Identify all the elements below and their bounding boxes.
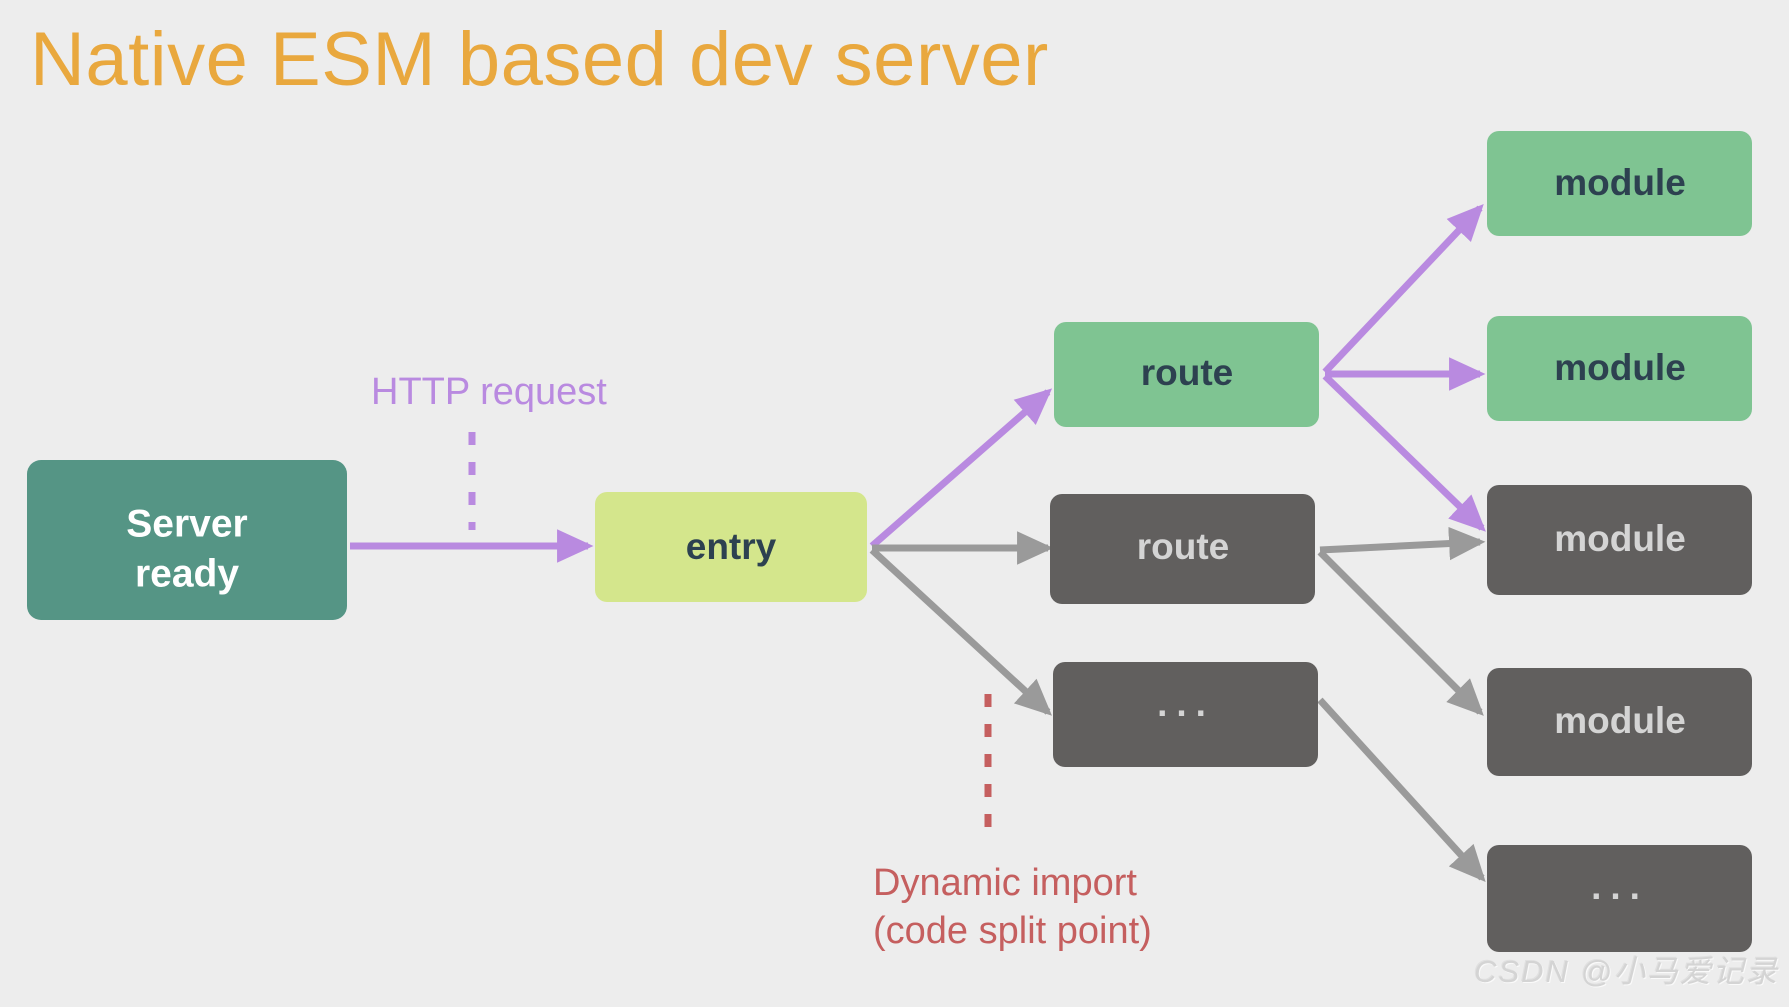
edge-ellipsis-mid-to-ellipsis-right	[1317, 697, 1486, 883]
node-ellipsis-right[interactable]: ...	[1487, 845, 1752, 952]
annotation-dynamic-import: Dynamic import (code split point)	[873, 694, 1152, 952]
node-module-4-box[interactable]	[1487, 668, 1752, 776]
node-module-2-box[interactable]	[1487, 316, 1752, 421]
edge-route-mid-to-module-3	[1319, 526, 1486, 561]
node-module-2-label: module	[1554, 347, 1686, 388]
node-module-4-label: module	[1554, 700, 1686, 741]
node-module-2[interactable]: module	[1487, 316, 1752, 421]
node-module-3-box[interactable]	[1487, 485, 1752, 595]
node-ellipsis-right-label: ...	[1591, 866, 1649, 907]
node-ellipsis-right-box[interactable]	[1487, 845, 1752, 952]
node-route-top-box[interactable]	[1054, 322, 1319, 427]
node-route-top[interactable]: route	[1054, 322, 1319, 427]
edge-entry-to-route-top	[869, 388, 1053, 549]
node-route-mid[interactable]: route	[1050, 494, 1315, 604]
edge-entry-to-ellipsis-mid	[869, 547, 1053, 716]
edge-route-top-to-module-3	[1322, 373, 1486, 532]
csdn-watermark: CSDN @小马爱记录	[1474, 954, 1779, 989]
node-module-3[interactable]: module	[1487, 485, 1752, 595]
page-title: Native ESM based dev server	[30, 17, 1049, 102]
http-request-label: HTTP request	[371, 371, 607, 413]
node-entry-label: entry	[686, 526, 777, 567]
edge-route-top-to-module-1	[1322, 204, 1484, 375]
node-ellipsis-mid-label: ...	[1157, 683, 1215, 724]
node-module-1[interactable]: module	[1487, 131, 1752, 236]
node-module-4[interactable]: module	[1487, 668, 1752, 776]
node-route-top-label: route	[1141, 352, 1234, 393]
node-server-ready-box[interactable]	[27, 460, 347, 620]
node-ellipsis-mid[interactable]: ...	[1053, 662, 1318, 767]
node-route-mid-label: route	[1137, 526, 1230, 567]
node-route-mid-box[interactable]	[1050, 494, 1315, 604]
node-entry-box[interactable]	[595, 492, 867, 602]
node-entry[interactable]: entry	[595, 492, 867, 602]
node-server-ready-label-line2: ready	[135, 552, 239, 595]
node-ellipsis-mid-box[interactable]	[1053, 662, 1318, 767]
dynamic-import-label-line1: Dynamic import	[873, 862, 1137, 904]
node-server-ready[interactable]: Server ready	[27, 460, 347, 620]
edge-route-mid-to-module-4	[1317, 549, 1484, 716]
node-module-1-label: module	[1554, 162, 1686, 203]
edge-layer	[350, 204, 1486, 883]
node-module-3-label: module	[1554, 518, 1686, 559]
node-server-ready-label-line1: Server	[126, 502, 247, 545]
dynamic-import-label-line2: (code split point)	[873, 910, 1152, 952]
node-module-1-box[interactable]	[1487, 131, 1752, 236]
annotation-http-request: HTTP request	[371, 371, 607, 530]
